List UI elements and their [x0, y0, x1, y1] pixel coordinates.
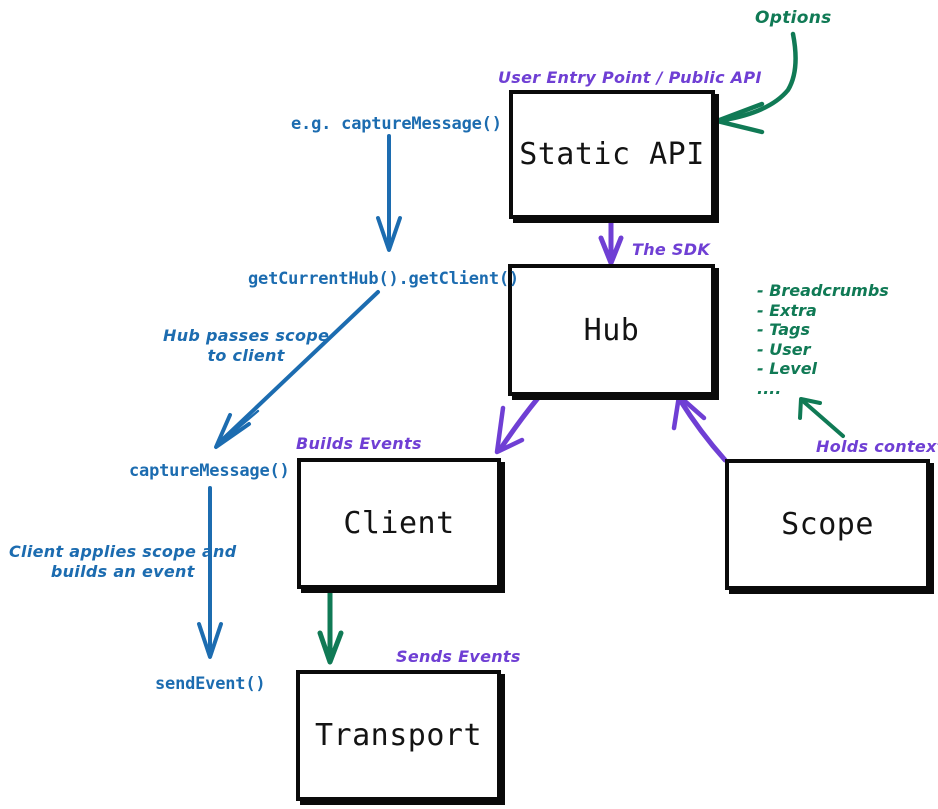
- annotation-client-applies-scope-line1: Client applies scope and: [9, 542, 237, 561]
- annotation-send-event: sendEvent(): [155, 674, 266, 694]
- node-hub-label: Hub: [583, 312, 640, 348]
- node-scope[interactable]: Scope: [725, 459, 930, 590]
- arrow-hub-passes-scope: [214, 290, 380, 449]
- context-list-item-extra: - Extra: [757, 300, 817, 320]
- annotation-the-sdk: The SDK: [632, 240, 711, 259]
- arrow-static-api-to-hub: [598, 217, 624, 266]
- node-static-api-label: Static API: [519, 137, 705, 172]
- annotation-sends-events: Sends Events: [396, 647, 521, 666]
- annotation-hub-passes-scope-line1: Hub passes scope: [163, 326, 330, 345]
- annotation-options: Options: [755, 8, 832, 28]
- annotation-holds-context: Holds context: [816, 437, 938, 456]
- context-list-item-tags: - Tags: [757, 320, 810, 339]
- annotation-eg-capture-message: e.g. captureMessage(): [291, 114, 502, 134]
- context-list: - Breadcrumbs - Extra - Tags - User - Le…: [757, 281, 889, 398]
- arrow-client-to-transport: [317, 589, 344, 665]
- annotation-get-current-hub: getCurrentHub().getClient(): [248, 269, 519, 289]
- arrow-call-entry: [376, 134, 402, 252]
- node-scope-label: Scope: [781, 507, 874, 542]
- context-list-item-breadcrumbs: - Breadcrumbs: [757, 281, 889, 300]
- node-transport[interactable]: Transport: [296, 670, 501, 801]
- arrow-scope-to-context-list: [798, 397, 845, 438]
- annotation-hub-passes-scope-line2: to client: [207, 346, 285, 365]
- annotation-client-applies-scope-line2: builds an event: [50, 562, 195, 581]
- node-transport-label: Transport: [314, 718, 483, 753]
- node-static-api[interactable]: Static API: [509, 90, 715, 219]
- context-list-ellipsis: ....: [757, 378, 782, 398]
- node-hub[interactable]: Hub: [508, 264, 715, 396]
- annotation-client-applies-scope: Client applies scope and builds an event: [9, 542, 237, 582]
- arrow-scope-to-hub: [671, 393, 728, 463]
- annotation-capture-message: captureMessage(): [129, 461, 290, 481]
- annotation-hub-passes-scope: Hub passes scope to client: [163, 326, 329, 366]
- context-list-item-level: - Level: [757, 359, 818, 378]
- context-list-item-user: - User: [757, 339, 811, 359]
- arrow-hub-to-client: [494, 395, 541, 455]
- annotation-user-entry-point: User Entry Point / Public API: [498, 68, 762, 87]
- annotation-builds-events: Builds Events: [296, 434, 422, 453]
- node-client[interactable]: Client: [297, 458, 501, 589]
- node-client-label: Client: [343, 506, 455, 541]
